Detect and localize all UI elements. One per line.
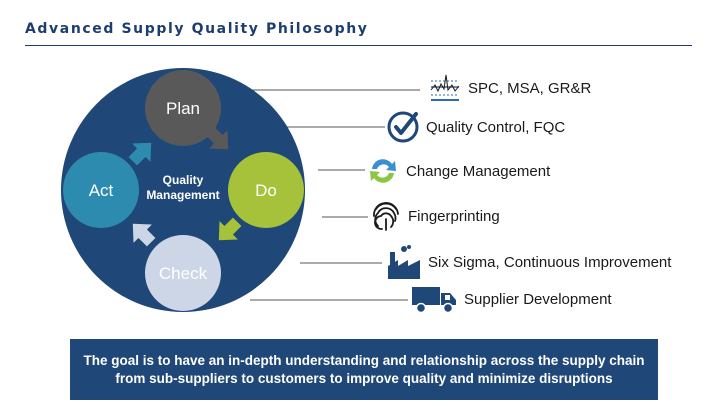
list-item-label: Change Management <box>406 162 551 180</box>
arrow-act-to-plan <box>128 142 152 166</box>
list-item-label: SPC, MSA, GR&R <box>468 79 592 97</box>
check-circle <box>145 235 221 311</box>
arrow-check-to-act <box>132 223 156 247</box>
pdca-diagram: Plan Do Check Act Quality Management <box>61 68 420 312</box>
do-circle <box>228 152 304 228</box>
quality-management-circle <box>61 68 305 312</box>
banner-line-2: from sub-suppliers to customers to impro… <box>115 370 613 386</box>
list-item-label: Fingerprinting <box>408 207 500 225</box>
arrow-do-to-check <box>218 217 242 241</box>
center-label-line1: Quality <box>163 173 204 187</box>
check-label: Check <box>159 264 208 283</box>
list-item-label: Supplier Development <box>464 290 612 308</box>
banner-line-1: The goal is to have an in-depth understa… <box>83 352 645 368</box>
list-item-label: Six Sigma, Continuous Improvement <box>428 253 672 271</box>
checkmark-circle-icon <box>386 110 420 144</box>
goal-banner: The goal is to have an in-depth understa… <box>70 339 658 400</box>
plan-circle <box>145 70 221 146</box>
plan-label: Plan <box>166 99 200 118</box>
fingerprint-icon <box>370 199 402 233</box>
list-item-supplier-development: Supplier Development <box>410 283 612 315</box>
title-divider <box>25 45 692 46</box>
cycle-arrows <box>128 126 242 247</box>
refresh-arrows-icon <box>366 155 400 187</box>
list-item-change-management: Change Management <box>366 155 550 187</box>
list-item-quality-control: Quality Control, FQC <box>386 110 565 144</box>
center-label-line2: Management <box>146 188 219 202</box>
arrow-plan-to-do <box>205 126 229 150</box>
act-circle <box>63 152 139 228</box>
list-item-fingerprinting: Fingerprinting <box>370 199 500 233</box>
page-title: Advanced Supply Quality Philosophy <box>25 21 369 37</box>
truck-icon <box>410 283 458 315</box>
do-label: Do <box>255 181 277 200</box>
spc-chart-icon <box>428 73 462 103</box>
list-item-six-sigma: Six Sigma, Continuous Improvement <box>386 244 671 280</box>
factory-icon <box>386 244 422 280</box>
list-item-label: Quality Control, FQC <box>426 118 566 136</box>
list-item-spc: SPC, MSA, GR&R <box>428 73 591 103</box>
act-label: Act <box>89 181 114 200</box>
